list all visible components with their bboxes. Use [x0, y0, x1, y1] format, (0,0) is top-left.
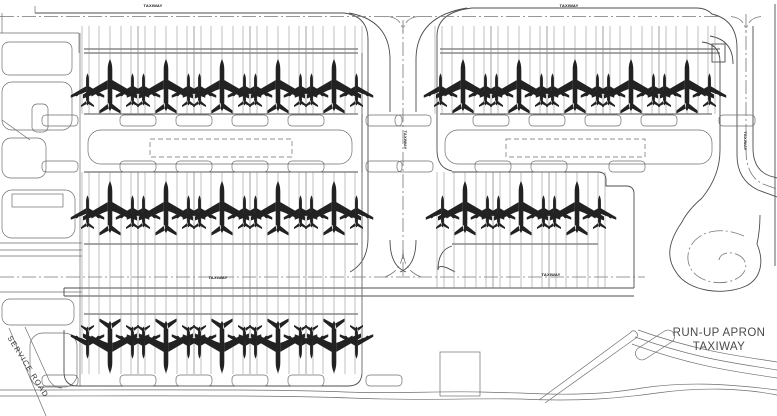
taxiway-label-top-left: TAXIWAY	[144, 3, 163, 8]
left-block-bottom-edge	[63, 330, 348, 387]
stand-bump	[287, 374, 325, 387]
south-road-line-2	[0, 388, 777, 401]
equipment-strip-right-dashed	[505, 138, 646, 158]
aircraft-cluster	[294, 59, 374, 114]
stand-bump	[640, 114, 678, 127]
south-lane-edges	[63, 287, 634, 297]
stand-bump	[175, 114, 213, 127]
fillet-top-right	[730, 16, 762, 33]
taxiway-label-right: TAXIWAY	[743, 132, 748, 151]
stand-bumps	[41, 114, 756, 387]
stand-bump	[394, 114, 432, 127]
stand-guide-lines	[81, 26, 716, 374]
runup-apron-label-line1: RUN-UP APRON	[673, 327, 766, 339]
head-lines-north-left	[84, 48, 358, 54]
stand-bump	[231, 374, 269, 387]
stand-bump	[41, 374, 79, 387]
stand-bump	[119, 114, 157, 127]
taxilane-label-mid-left: TAXIWAY	[209, 275, 228, 280]
stand-bump	[231, 114, 269, 127]
stand-bump	[175, 160, 213, 173]
connector-right-edge-upper	[436, 7, 473, 172]
connector-left-edge	[35, 12, 369, 273]
stand-bump	[287, 114, 325, 127]
aircraft-cluster	[294, 318, 374, 373]
equipment-strip-right	[444, 129, 713, 165]
equipment-strip-left-dashed	[149, 138, 293, 158]
head-lines-north-right	[440, 48, 720, 54]
stand-bump	[365, 114, 403, 127]
building-c	[1, 137, 47, 179]
stand-bump	[119, 160, 157, 173]
fillet-top-connector	[387, 16, 419, 33]
runup-apron-label-line2: TAXIWAY	[693, 341, 745, 353]
right-taxiway-inner-edge	[752, 26, 777, 179]
south-area	[0, 329, 777, 404]
building-b	[1, 81, 73, 131]
stand-bump	[608, 160, 646, 173]
stand-bump	[365, 160, 403, 173]
west-roads	[0, 242, 82, 293]
runup-hook	[635, 329, 675, 361]
aircraft-cluster	[647, 59, 727, 114]
island-sw	[29, 332, 78, 388]
runup-curve-2	[634, 336, 777, 371]
stand-bump	[175, 374, 213, 387]
apron-strips	[87, 129, 713, 165]
connector-right-edge-lower	[437, 245, 456, 273]
west-top-lines	[0, 6, 80, 53]
stand-bump	[41, 160, 79, 173]
service-road-label: SERVICE ROAD	[6, 334, 51, 399]
stand-bump	[530, 160, 568, 173]
centerline-right	[745, 14, 777, 190]
connector-bottom-flares	[389, 239, 417, 273]
building-e	[1, 298, 75, 326]
stand-bump	[365, 374, 403, 387]
taxilane-label-mid-right: TAXIWAY	[542, 272, 561, 277]
building-d-inner	[11, 193, 64, 208]
junction-fillet-ne	[709, 35, 734, 65]
taxiway-label-top-right: TAXIWAY	[560, 3, 579, 8]
aircraft-layer	[70, 59, 727, 373]
stand-bump	[528, 114, 566, 127]
aircraft-cluster	[294, 181, 374, 236]
connector-inner-left	[348, 12, 391, 112]
taxiway-centerlines	[0, 14, 777, 283]
turnaround-outer	[669, 41, 762, 292]
north-edge-right	[472, 7, 738, 49]
fillet-bottom-connector	[384, 249, 422, 278]
turnaround-loop	[687, 230, 747, 283]
stand-bump	[472, 114, 510, 127]
junction-pad	[711, 43, 726, 63]
aircraft-cluster	[537, 181, 617, 236]
building-d	[1, 189, 76, 239]
taxiway-label-connector: TAXIWAY	[403, 131, 408, 150]
runup-curve-1	[637, 329, 777, 363]
building-b-notch	[31, 103, 49, 133]
building-c-diagonal	[1, 119, 31, 141]
service-road-lines	[8, 326, 63, 416]
service-buildings-west	[0, 6, 82, 416]
stand-bump	[718, 114, 756, 127]
stand-bump	[41, 114, 79, 127]
stand-bump	[119, 374, 157, 387]
stand-bump	[474, 160, 512, 173]
stand-bump	[396, 160, 434, 173]
connector-inner-right	[415, 7, 468, 112]
stand-bump	[231, 160, 269, 173]
runup-curve-3	[631, 343, 777, 379]
right-taxiway-left-edge	[736, 48, 777, 198]
pad-rect	[439, 351, 481, 397]
south-road-line-1	[0, 383, 777, 395]
equipment-strip-left	[87, 129, 353, 165]
head-line-mid-right	[452, 171, 635, 288]
runup-stub	[538, 330, 638, 404]
stand-bump	[584, 114, 622, 127]
stand-bump	[287, 160, 325, 173]
building-a	[1, 41, 73, 76]
